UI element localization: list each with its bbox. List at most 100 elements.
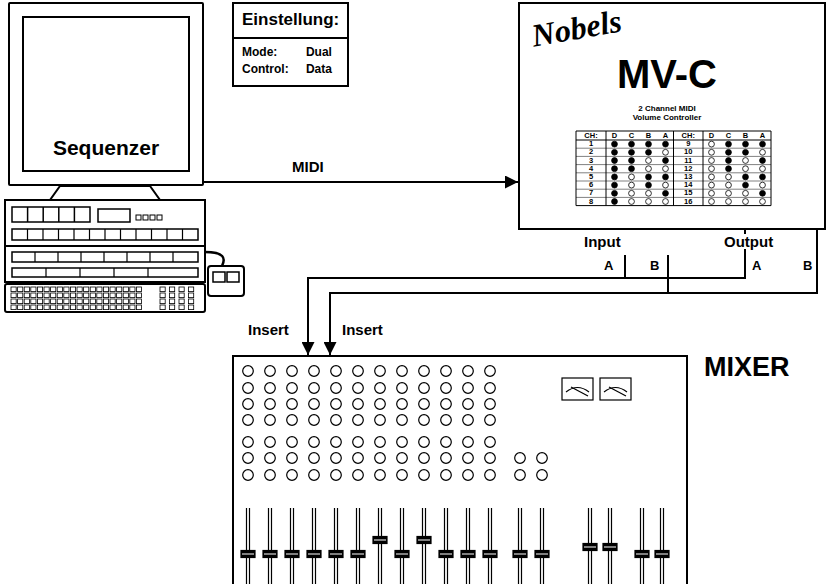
dip-dot bbox=[743, 174, 749, 180]
key bbox=[189, 299, 194, 304]
key bbox=[117, 293, 122, 298]
dip-dot bbox=[629, 190, 635, 196]
key bbox=[97, 305, 102, 310]
knob bbox=[243, 437, 254, 448]
fader-track bbox=[313, 508, 316, 584]
dip-dot bbox=[709, 174, 715, 180]
fader bbox=[417, 508, 431, 584]
fader-track bbox=[445, 508, 448, 584]
setting-key: Mode: bbox=[242, 44, 296, 61]
text-slot: Mode: bbox=[242, 44, 296, 61]
dip-dot bbox=[709, 141, 715, 147]
fader bbox=[635, 508, 649, 584]
knob bbox=[441, 383, 452, 394]
key bbox=[136, 299, 141, 304]
key bbox=[44, 287, 49, 292]
knob bbox=[309, 415, 320, 426]
label-slot: 11 bbox=[684, 157, 692, 165]
key bbox=[123, 305, 128, 310]
jack-letter: B bbox=[803, 259, 812, 272]
knob bbox=[441, 399, 452, 410]
dip-dot bbox=[612, 182, 618, 188]
slot-bank bbox=[12, 252, 198, 262]
key bbox=[70, 305, 75, 310]
key bbox=[170, 299, 175, 304]
channel-number: 11 bbox=[684, 157, 692, 165]
knob bbox=[243, 453, 254, 464]
key bbox=[179, 299, 184, 304]
knob bbox=[485, 366, 496, 377]
key bbox=[189, 305, 194, 310]
channel-number: 15 bbox=[684, 190, 692, 198]
knob bbox=[309, 366, 320, 377]
fader-mark bbox=[514, 554, 526, 555]
key bbox=[160, 287, 165, 292]
label-slot: 10 bbox=[684, 149, 692, 157]
table-rule bbox=[771, 131, 772, 206]
key bbox=[123, 299, 128, 304]
label-slot: 4 bbox=[589, 165, 593, 173]
key bbox=[84, 305, 89, 310]
label-slot: 14 bbox=[684, 181, 692, 189]
fader-cap bbox=[307, 551, 321, 558]
channel-number: 7 bbox=[589, 190, 593, 198]
slot-bank bbox=[12, 268, 198, 277]
monitor-stand bbox=[50, 186, 160, 200]
dip-dot bbox=[743, 199, 749, 205]
input-wires bbox=[625, 255, 668, 293]
table-header: B bbox=[743, 132, 748, 140]
channel-number: 13 bbox=[684, 173, 692, 181]
knob bbox=[287, 470, 298, 481]
table-header: CH: bbox=[584, 132, 597, 140]
knob bbox=[397, 470, 408, 481]
knob bbox=[331, 383, 342, 394]
pedal bbox=[213, 272, 225, 282]
fader-mark bbox=[636, 554, 648, 555]
key bbox=[77, 299, 82, 304]
knob bbox=[397, 383, 408, 394]
dip-dot bbox=[629, 149, 635, 155]
knob bbox=[441, 453, 452, 464]
computer-monitor: Sequenzer bbox=[8, 2, 204, 186]
key bbox=[11, 305, 16, 310]
dip-dot bbox=[743, 158, 749, 164]
key bbox=[117, 287, 122, 292]
key bbox=[160, 305, 165, 310]
key bbox=[97, 293, 102, 298]
settings-box: Einstellung:Mode:DualControl:Data bbox=[232, 2, 349, 87]
label-slot: C bbox=[629, 132, 634, 140]
fader-cap bbox=[417, 537, 431, 544]
table-rule bbox=[576, 140, 771, 141]
fader-cap bbox=[241, 551, 255, 558]
key bbox=[123, 293, 128, 298]
setting-value: Dual bbox=[306, 44, 339, 61]
key bbox=[130, 287, 135, 292]
dip-dot bbox=[726, 166, 732, 172]
label-slot: Output bbox=[722, 234, 775, 249]
meter-scale bbox=[566, 388, 589, 393]
knob bbox=[419, 470, 430, 481]
dip-dot bbox=[646, 174, 652, 180]
dip-dot bbox=[612, 190, 618, 196]
knob bbox=[243, 383, 254, 394]
fader-mark bbox=[604, 547, 616, 548]
knob bbox=[243, 366, 254, 377]
port-label: Input bbox=[582, 234, 623, 249]
key bbox=[77, 293, 82, 298]
table-rule bbox=[576, 164, 771, 165]
knob bbox=[397, 453, 408, 464]
knob bbox=[537, 470, 548, 481]
meter-scale bbox=[604, 388, 627, 393]
slot-bank bbox=[12, 207, 90, 222]
knob bbox=[441, 470, 452, 481]
slot-divider bbox=[28, 229, 183, 240]
fader-mark bbox=[286, 554, 298, 555]
label-slot: CH: bbox=[682, 132, 695, 140]
knob bbox=[309, 399, 320, 410]
label-slot: D bbox=[709, 132, 714, 140]
knob bbox=[309, 437, 320, 448]
dip-dot bbox=[726, 182, 732, 188]
vu-meter bbox=[600, 378, 631, 400]
text-slot: Control: bbox=[242, 61, 296, 78]
fader-cap bbox=[535, 551, 549, 558]
